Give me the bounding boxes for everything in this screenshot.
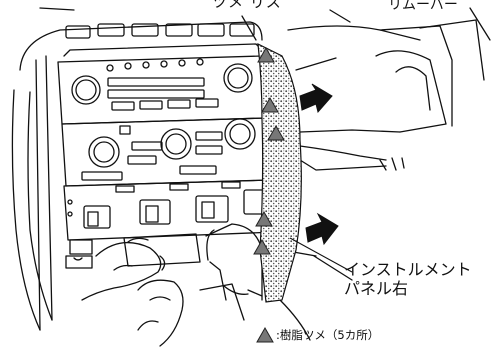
hand-lower-left bbox=[81, 237, 166, 301]
climate-control bbox=[61, 117, 271, 187]
label-instrument-panel-right: インストルメント パネル右 bbox=[344, 260, 472, 298]
clip-marker-1 bbox=[257, 46, 275, 63]
dashboard-bezel bbox=[11, 21, 263, 331]
lower-console bbox=[123, 233, 353, 341]
right-console bbox=[287, 7, 491, 171]
instrument-panel-right bbox=[257, 42, 302, 303]
hand-lower-center bbox=[137, 279, 184, 347]
detach-arrow-lower bbox=[305, 212, 339, 246]
clip-marker-3 bbox=[267, 124, 285, 141]
label-remover-cut: リムーバー bbox=[388, 0, 458, 13]
clip-markers bbox=[253, 46, 285, 255]
label-panel-line1: インストルメント bbox=[344, 260, 472, 279]
detach-arrow-upper bbox=[299, 83, 333, 114]
label-panel-line2: パネル右 bbox=[344, 279, 409, 298]
legend: :樹脂ツメ（5カ所） bbox=[256, 327, 379, 343]
top-button-row bbox=[65, 23, 255, 39]
label-tsume-cut: ツメ リス bbox=[212, 0, 282, 11]
clip-marker-2 bbox=[261, 96, 279, 113]
audio-unit bbox=[57, 43, 267, 125]
triangle-icon bbox=[256, 327, 274, 343]
legend-text: :樹脂ツメ（5カ所） bbox=[276, 328, 380, 342]
clip-marker-5 bbox=[253, 238, 271, 255]
clip-marker-4 bbox=[255, 210, 273, 227]
panel-callout-line bbox=[289, 237, 353, 273]
switch-bank bbox=[63, 179, 277, 269]
